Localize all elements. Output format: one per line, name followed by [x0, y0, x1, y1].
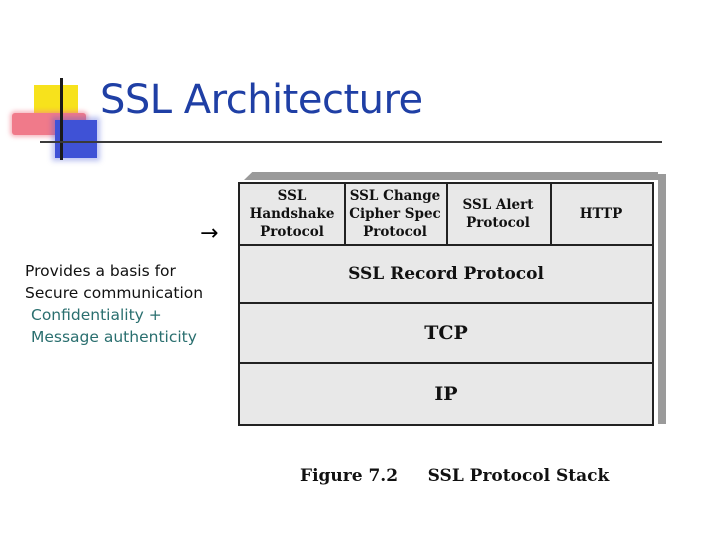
tcp-layer: TCP: [238, 302, 654, 364]
application-layer: SSL Handshake Protocol SSL Change Cipher…: [238, 182, 654, 246]
note-line-4: Message authenticity: [31, 328, 197, 346]
stack-shadow-right: [658, 174, 666, 424]
ssl-protocol-stack-diagram: SSL Handshake Protocol SSL Change Cipher…: [238, 172, 666, 428]
title-underline: [40, 141, 662, 143]
note-line-1: Provides a basis for: [25, 262, 176, 280]
ip-layer: IP: [238, 362, 654, 426]
stack-shadow-top: [244, 172, 658, 180]
slide-title: SSL Architecture: [100, 77, 423, 123]
note-line-2: Secure communication: [25, 284, 204, 302]
right-arrow-icon: →: [200, 221, 219, 246]
ssl-alert-protocol-cell: SSL Alert Protocol: [446, 184, 552, 244]
ssl-record-protocol-layer: SSL Record Protocol: [238, 244, 654, 304]
http-cell: HTTP: [579, 206, 623, 222]
decorative-vertical-line: [60, 78, 63, 160]
figure-caption: Figure 7.2 SSL Protocol Stack: [300, 466, 610, 486]
ssl-change-cipher-spec-cell: SSL Change Cipher Spec Protocol: [344, 184, 448, 244]
ssl-handshake-protocol-cell: SSL Handshake Protocol: [240, 184, 346, 244]
note-line-3: Confidentiality +: [31, 306, 162, 324]
